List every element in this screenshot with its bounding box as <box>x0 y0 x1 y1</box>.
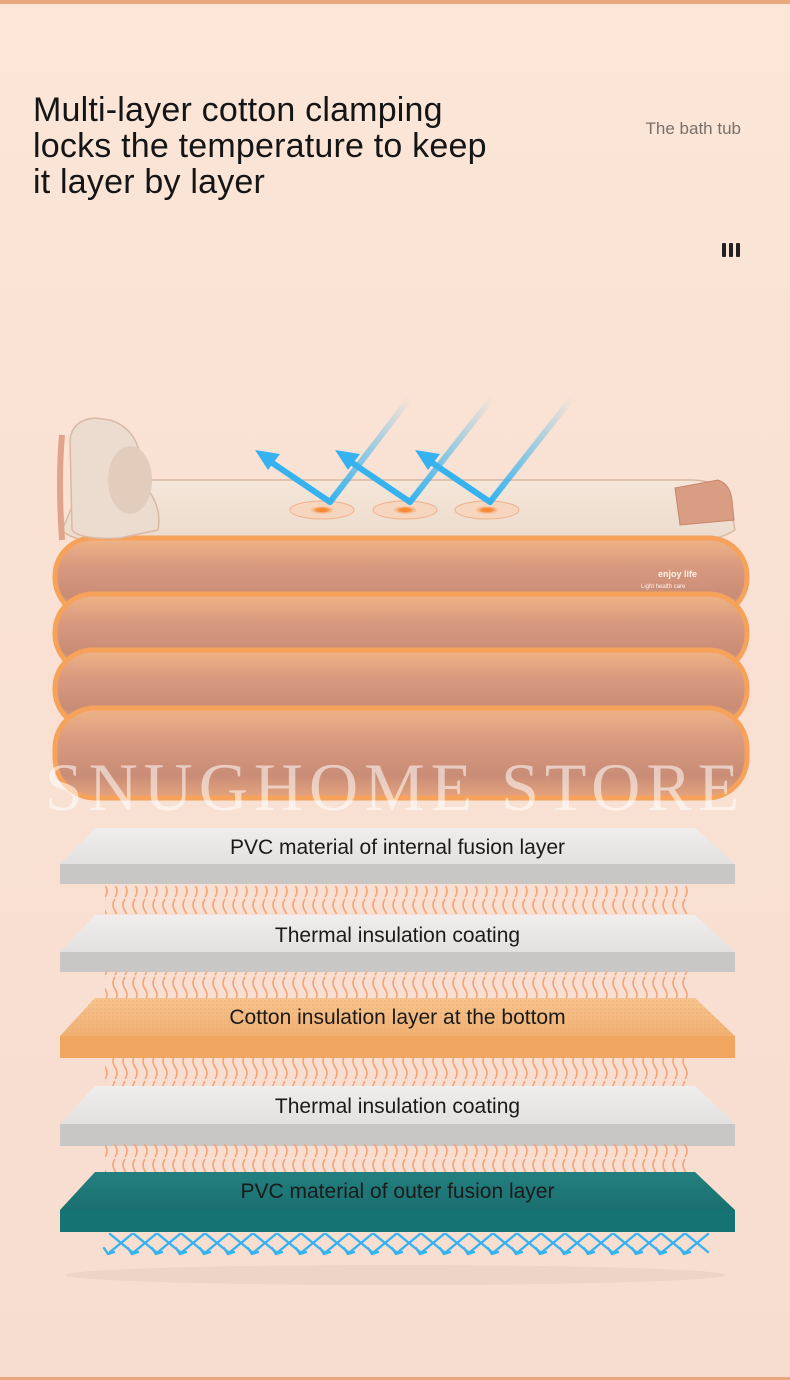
tub-brand-subtitle: Light health care <box>641 584 686 590</box>
three-bars-icon <box>722 243 742 257</box>
bathtub-illustration: enjoy life Light health care <box>52 395 750 801</box>
heat-wave-icon <box>105 972 690 1000</box>
layer-label-pvc-inner: PVC material of internal fusion layer <box>230 836 565 859</box>
heat-wave-icon <box>105 1058 690 1086</box>
headline: Multi-layer cotton clamping locks the te… <box>33 92 593 200</box>
layer-cotton <box>60 998 735 1058</box>
headline-line-2: locks the temperature to keep <box>33 127 487 165</box>
store-watermark: SNUGHOME STORE <box>44 749 746 825</box>
heat-wave-icon <box>105 1144 690 1172</box>
product-tag: The bath tub <box>645 119 741 138</box>
top-border <box>0 0 790 4</box>
headline-line-3: it layer by layer <box>33 163 266 201</box>
tub-brand-title: enjoy life <box>658 569 697 579</box>
layer-label-coating-2: Thermal insulation coating <box>274 1095 521 1118</box>
bottom-border <box>0 1377 790 1380</box>
headline-line-1: Multi-layer cotton clamping <box>33 91 443 129</box>
layer-coating-2 <box>60 1086 735 1146</box>
layer-pvc-outer <box>60 1172 735 1232</box>
heat-wave-icon <box>105 886 690 914</box>
layer-diagram <box>60 828 735 1285</box>
layer-label-coating-1: Thermal insulation coating <box>274 924 521 947</box>
layer-label-cotton: Cotton insulation layer at the bottom <box>229 1006 566 1029</box>
layer-pvc-inner <box>60 828 735 884</box>
layer-label-pvc-outer: PVC material of outer fusion layer <box>240 1180 555 1203</box>
layer-coating-1 <box>60 915 735 972</box>
heat-points <box>289 500 520 520</box>
cold-arrow-icon <box>102 1232 710 1256</box>
reflect-arrow-icon <box>255 395 575 505</box>
